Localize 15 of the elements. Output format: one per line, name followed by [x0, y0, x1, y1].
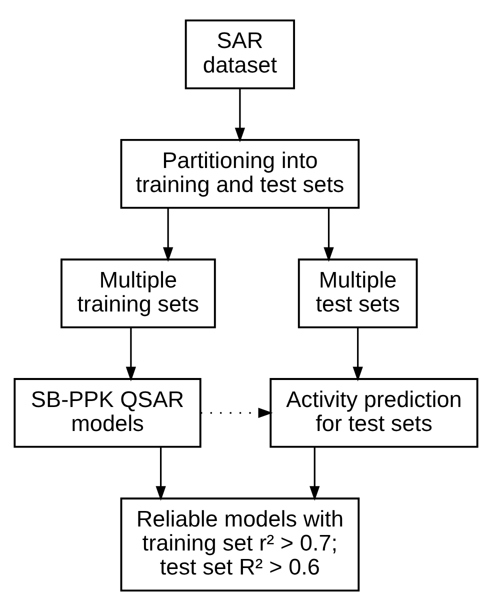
arrow [234, 88, 246, 142]
arrow [162, 208, 174, 262]
node-box: Reliable models with training set r² > 0.7; test set R² > 0.6 [120, 498, 360, 592]
node-box: Partitioning into training and test sets [120, 139, 360, 209]
arrow [200, 408, 273, 418]
node-box: SAR dataset [184, 20, 296, 90]
node-box: Activity prediction for test sets [270, 378, 478, 448]
arrow [310, 447, 320, 501]
node-box: SB-PPK QSAR models [14, 378, 202, 448]
node-box: Multiple test sets [298, 258, 418, 328]
arrow [324, 208, 334, 262]
arrow [156, 447, 166, 501]
node-box: Multiple training sets [60, 258, 216, 328]
arrow [126, 327, 136, 382]
arrow [352, 327, 363, 382]
